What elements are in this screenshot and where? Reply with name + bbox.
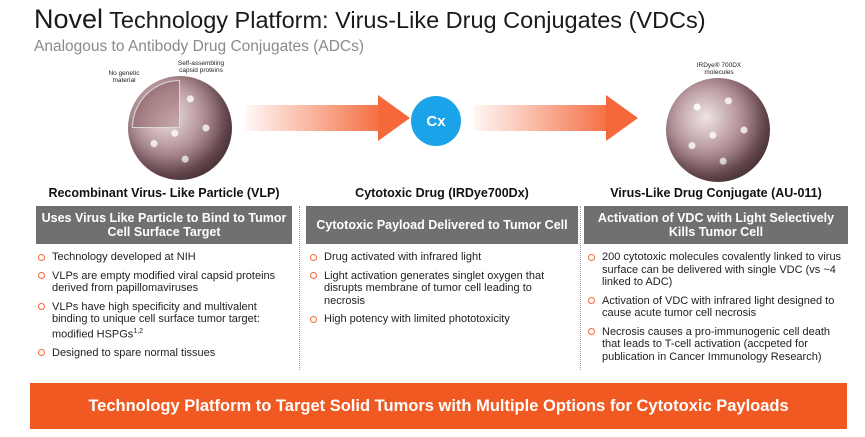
list-item: High potency with limited phototoxicity [308,313,570,326]
bullet-ring-icon [38,303,45,310]
title-novel: Novel [34,4,104,34]
list-item: VLPs are empty modified viral capsid pro… [36,270,292,295]
vdc-sphere-image [666,78,770,182]
vlp-cutaway [132,80,180,128]
column-title-vdc: Virus-Like Drug Conjugate (AU-011) [610,186,822,200]
arrow-right-icon [246,95,410,141]
bullet-ring-icon [588,328,595,335]
list-item: 200 cytotoxic molecules covalently linke… [586,251,848,289]
bullet-ring-icon [588,297,595,304]
page-subtitle: Analogous to Antibody Drug Conjugates (A… [34,38,364,55]
arrow-right-icon [474,95,638,141]
list-item: Drug activated with infrared light [308,251,570,264]
column-header-vlp: Uses Virus Like Particle to Bind to Tumo… [36,206,292,244]
vdc-graphic: IRDye® 700DX molecules [658,58,778,188]
label-irdye-molecules: IRDye® 700DX molecules [696,62,742,76]
cx-drug-icon: Cx [411,96,461,146]
column-divider [580,206,581,370]
bullet-ring-icon [38,272,45,279]
label-capsid-proteins: Self-assembling capsid proteins [177,60,225,74]
bottom-banner: Technology Platform to Target Solid Tumo… [30,383,847,429]
bullet-list-vlp: Technology developed at NIH VLPs are emp… [36,251,292,365]
bullet-ring-icon [588,253,595,261]
bullet-ring-icon [310,272,317,279]
list-item: Activation of VDC with infrared light de… [586,295,848,320]
bullet-ring-icon [38,253,45,261]
list-item: Light activation generates singlet oxyge… [308,270,570,308]
page-title: Novel Technology Platform: Virus-Like Dr… [34,4,706,35]
list-item: Designed to spare normal tissues [36,347,292,360]
bullet-list-cytotoxic-drug: Drug activated with infrared light Light… [308,251,570,332]
label-no-genetic-material: No genetic material [108,70,140,84]
citation-superscript: 1,2 [133,327,144,335]
column-header-cytotoxic-drug: Cytotoxic Payload Delivered to Tumor Cel… [306,206,578,244]
column-title-vlp: Recombinant Virus- Like Particle (VLP) [48,186,280,200]
list-item: Necrosis causes a pro-immunogenic cell d… [586,326,848,364]
column-header-vdc: Activation of VDC with Light Selectively… [584,206,848,244]
bullet-ring-icon [310,253,317,261]
vlp-graphic: No genetic material Self-assembling caps… [106,58,238,188]
bullet-list-vdc: 200 cytotoxic molecules covalently linke… [586,251,848,369]
column-divider [299,206,300,370]
column-title-cytotoxic-drug: Cytotoxic Drug (IRDye700Dx) [355,186,529,200]
list-item: Technology developed at NIH [36,251,292,264]
title-rest: Technology Platform: Virus-Like Drug Con… [103,7,706,33]
list-item: VLPs have high specificity and multivale… [36,301,292,341]
bullet-ring-icon [310,315,317,323]
vlp-sphere-image [128,76,232,180]
bullet-ring-icon [38,349,45,357]
